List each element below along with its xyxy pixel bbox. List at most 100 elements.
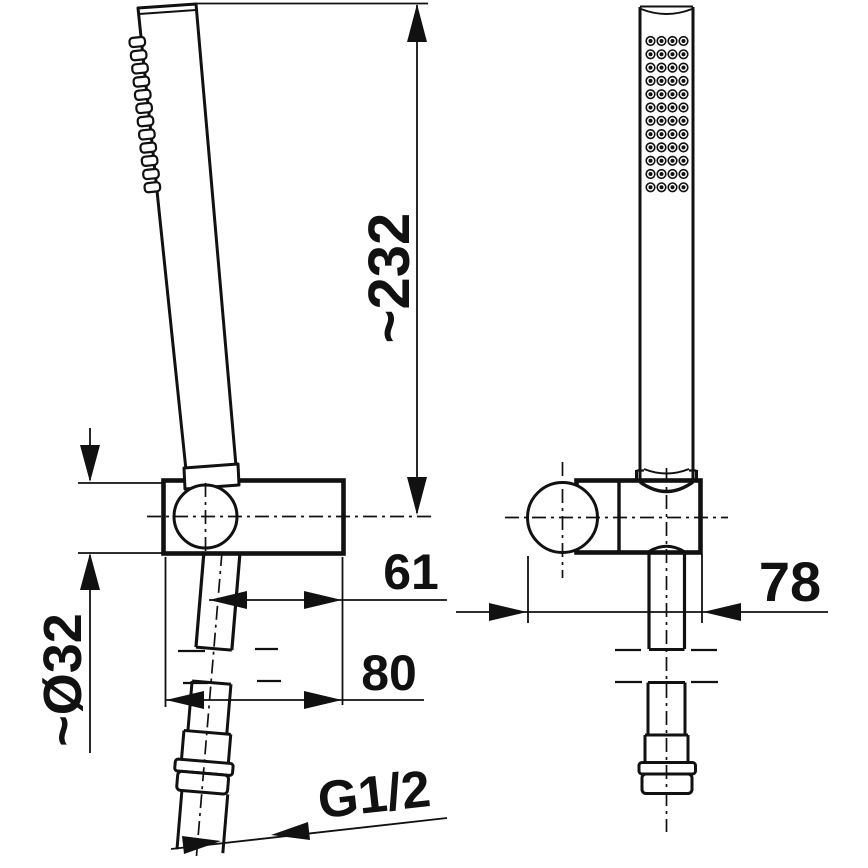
nozzle-dot-center <box>670 92 675 97</box>
nozzle-dot-center <box>670 118 675 123</box>
nozzle-dot-center <box>670 65 675 70</box>
nozzle-tab-side <box>140 154 159 167</box>
nozzle-tab-side <box>135 101 154 115</box>
shaft-centerline <box>195 551 223 857</box>
nozzle-dot-center <box>681 185 686 190</box>
dim-depth-label: 80 <box>361 645 417 701</box>
connector-top <box>191 679 232 686</box>
hand-shower-side <box>128 2 238 472</box>
left-view: ~232 ~Ø32 61 80 <box>33 2 448 857</box>
dim-width-78: 78 <box>456 550 828 623</box>
nozzle-dot-center <box>648 65 653 70</box>
arrow-right <box>304 591 342 609</box>
dim-width-label: 78 <box>759 550 821 613</box>
nozzle-dot-center <box>648 92 653 97</box>
break-lines-side <box>178 647 281 685</box>
nozzle-tab-side <box>139 141 158 154</box>
nozzle-dot-center <box>670 145 675 150</box>
spray-nozzles-front <box>645 35 689 193</box>
nozzle-dot-center <box>670 158 675 163</box>
nozzle-dot-center <box>659 39 664 43</box>
connector-left2 <box>180 730 186 760</box>
arrow-right <box>182 836 221 854</box>
nozzle-dot-center <box>648 158 653 163</box>
nozzle-tab-side <box>143 181 162 194</box>
nozzle-dot-center <box>681 92 686 97</box>
nozzle-tab-side <box>129 49 148 62</box>
dim-offset-61: 61 <box>209 544 447 609</box>
nozzle-dot-center <box>659 65 664 70</box>
connector-right2 <box>226 734 233 764</box>
dim-holder-diameter-32: ~Ø32 <box>33 428 164 753</box>
nozzle-dot-center <box>681 172 686 176</box>
head-cap-line <box>138 9 197 15</box>
arrow-up <box>80 553 100 590</box>
nozzle-dot-center <box>681 39 686 43</box>
nozzle-dot-center <box>681 145 686 150</box>
tube-cap-arc <box>640 8 693 15</box>
nozzle-dot-center <box>659 105 664 110</box>
spray-nozzles-side <box>128 35 162 194</box>
nozzle-dot-center <box>648 78 653 83</box>
thread-stub-right <box>221 794 230 854</box>
shaft-bottom-edge <box>195 645 232 652</box>
dim-offset-label: 61 <box>383 544 439 600</box>
thread-stub-left <box>175 790 184 850</box>
arrow-right <box>489 603 527 621</box>
arrow-left <box>271 822 310 840</box>
saddle-bottom-arc <box>648 544 685 553</box>
nozzle-dot-center <box>648 105 653 110</box>
nozzle-tab-side <box>137 128 156 141</box>
shower-handle-side <box>136 2 238 472</box>
nozzle-dot-center <box>670 132 675 137</box>
break-lines-front <box>615 648 718 684</box>
nozzle-dot-center <box>670 105 675 110</box>
arrow-down <box>80 445 100 482</box>
nozzle-dot-center <box>648 52 653 57</box>
nozzle-dot-center <box>670 39 675 43</box>
nozzle-dot-center <box>648 172 653 176</box>
connector-left <box>186 680 194 731</box>
nozzle-dot-center <box>648 118 653 123</box>
nozzle-tab-side <box>142 167 160 181</box>
nozzle-dot-center <box>681 65 686 70</box>
nozzle-dot-center <box>659 158 664 163</box>
dim-diameter-label: ~Ø32 <box>33 613 93 747</box>
nozzle-dot-center <box>648 39 653 43</box>
nozzle-dot-center <box>681 158 686 163</box>
arrow-right <box>304 691 342 709</box>
dim-depth-80: 80 <box>164 557 424 709</box>
lower-assembly-front <box>615 468 718 832</box>
nozzle-dot-center <box>659 132 664 137</box>
hose-connector-front <box>637 681 697 795</box>
handle-collar-side <box>182 462 241 491</box>
nozzle-dot-center <box>670 52 675 57</box>
shaft-left-edge <box>194 551 206 648</box>
wall-bracket-front <box>505 462 728 578</box>
dim-length-label: ~232 <box>357 213 422 344</box>
nozzle-dot-center <box>670 78 675 83</box>
arrow-left <box>166 691 204 709</box>
saddle-top-arc <box>639 480 694 494</box>
nozzle-dot-center <box>659 185 664 190</box>
right-view: 78 <box>456 5 828 832</box>
arrow-left <box>703 603 741 621</box>
arrow-down <box>407 477 427 515</box>
nozzle-tab-side <box>133 88 152 101</box>
nozzle-dot-center <box>648 185 653 190</box>
wall-bracket-side <box>147 462 431 556</box>
nozzle-tab-side <box>128 35 147 49</box>
nozzle-dot-center <box>681 52 686 57</box>
arrow-left <box>209 591 247 609</box>
nozzle-dot-center <box>681 105 686 110</box>
nozzle-dot-center <box>648 145 653 150</box>
nozzle-dot-center <box>681 78 686 83</box>
nozzle-tab-side <box>136 115 155 128</box>
nozzle-dot-center <box>659 118 664 123</box>
nozzle-dot-center <box>648 132 653 137</box>
dim-length-232: ~232 <box>196 2 428 515</box>
nozzle-tab-side <box>131 62 149 75</box>
nozzle-dot-center <box>659 78 664 83</box>
nozzle-dot-center <box>681 118 686 123</box>
